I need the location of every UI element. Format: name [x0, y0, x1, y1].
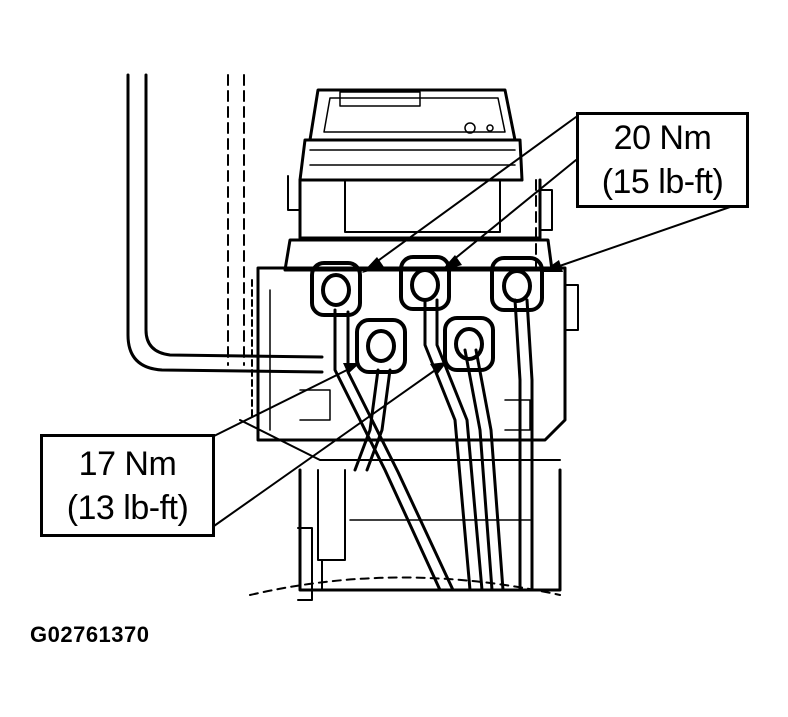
tube-nut-bottom-left [355, 318, 407, 374]
hydraulic-block [239, 266, 579, 461]
torque-callout-17nm: 17 Nm (13 lb-ft) [40, 434, 215, 537]
arrowhead-top-center [441, 255, 462, 271]
torque-imperial-label: (15 lb-ft) [601, 163, 724, 201]
torque-metric-label: 17 Nm [78, 444, 177, 483]
leader-line-top-left [367, 116, 577, 269]
torque-imperial-label: (13 lb-ft) [66, 488, 189, 527]
module-cover [298, 88, 524, 182]
tube-nut-top-right [490, 256, 544, 312]
brake-lines-lower [333, 298, 534, 592]
arrowhead-bottom-right [430, 362, 447, 375]
leader-line-top-right [547, 206, 731, 271]
tube-nut-top-left [310, 261, 362, 317]
torque-callout-20nm: 20 Nm (15 lb-ft) [576, 112, 749, 208]
arrowhead-top-left [362, 257, 384, 273]
brake-pipe-left [126, 73, 324, 374]
arrowhead-top-right [542, 260, 563, 272]
dashed-reference-lines [227, 74, 537, 366]
arrowhead-bottom-left [343, 363, 360, 374]
leader-line-bottom-right [213, 365, 442, 527]
figure-id: G02761370 [30, 622, 150, 647]
tube-nut-top-center [399, 255, 451, 311]
leader-line-bottom-left [213, 366, 354, 437]
tube-nut-bottom-right [443, 316, 495, 372]
leader-line-top-center [446, 159, 577, 266]
torque-metric-label: 20 Nm [613, 119, 712, 157]
